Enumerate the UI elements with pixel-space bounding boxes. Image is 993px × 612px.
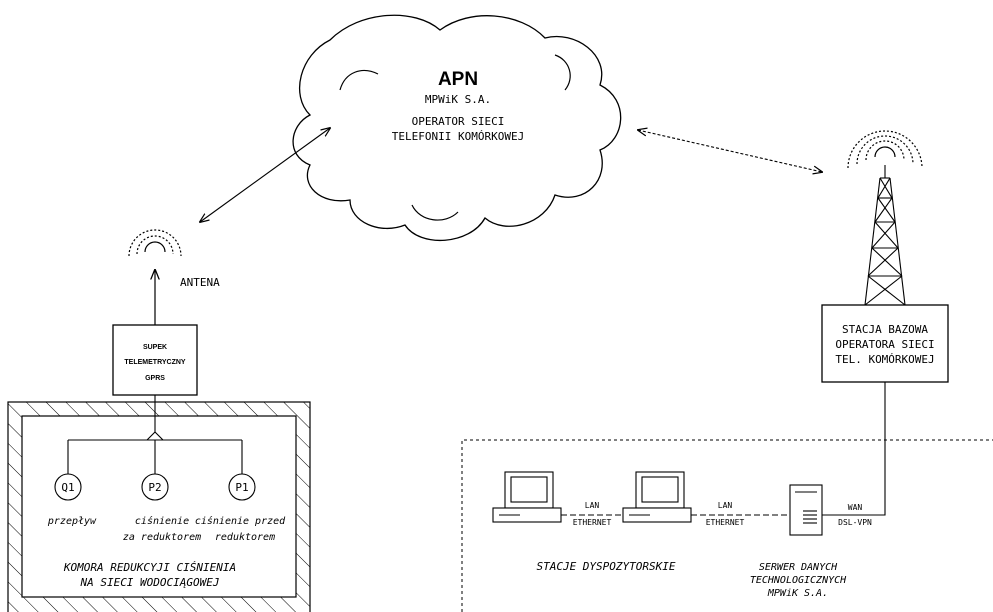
stations-label: STACJE DYSPOZYTORSKIE <box>536 560 675 573</box>
cloud-subtitle: MPWiK S.A. <box>425 93 491 106</box>
cloud-line2: TELEFONII KOMÓRKOWEJ <box>392 130 524 143</box>
cloud-antenna-link-arrow <box>200 128 330 222</box>
antenna-label: ANTENA <box>180 276 220 289</box>
sensor-desc: ciśnienie <box>135 515 189 527</box>
base-station-box <box>821 304 949 383</box>
sensor-desc-2: reduktorem <box>215 532 275 543</box>
left-antenna: ANTENA <box>128 229 220 325</box>
chamber-title-2: NA SIECI WODOCIĄGOWEJ <box>79 576 219 589</box>
sensor-code: P1 <box>235 481 248 494</box>
cloud-line1: OPERATOR SIECI <box>412 115 505 128</box>
link3-bottom-label: DSL-VPN <box>838 518 872 527</box>
wave-icon <box>865 140 905 161</box>
sensor-desc: przepływ <box>47 516 97 527</box>
link3-top-label: WAN <box>848 503 863 512</box>
link2-top-label: LAN <box>718 501 733 510</box>
chamber-title-1: KOMORA REDUKCYJI CIŚNIENIA <box>63 561 236 574</box>
link1-top-label: LAN <box>585 501 600 510</box>
base-station-line1: STACJA BAZOWA <box>842 323 928 336</box>
apn-cloud: APN MPWiK S.A. OPERATOR SIECI TELEFONII … <box>292 14 622 242</box>
wave-icon <box>874 146 896 158</box>
sensor-code: Q1 <box>61 481 74 494</box>
cloud-inner-curve <box>554 54 571 91</box>
cloud-basestation-link-arrow <box>638 130 822 172</box>
link1-bottom-label: ETHERNET <box>573 518 612 527</box>
telemetry-line2: TELEMETRYCZNY <box>124 359 186 366</box>
link2-bottom-label: ETHERNET <box>706 518 745 527</box>
telemetry-box <box>112 324 198 396</box>
sensor-code: P2 <box>148 481 161 494</box>
wave-icon <box>847 130 923 169</box>
server-label-3: MPWiK S.A. <box>767 588 828 599</box>
wave-icon <box>144 241 166 253</box>
wave-icon <box>128 229 182 257</box>
reduction-chamber: Q1 przepływ P2 ciśnienie za reduktorem P… <box>7 395 311 612</box>
sensor-p1: P1 ciśnienie przed reduktorem <box>195 473 286 543</box>
cloud-title: APN <box>438 69 478 90</box>
sensor-q1: Q1 przepływ <box>47 473 97 527</box>
sensor-desc-2: za reduktorem <box>123 532 201 543</box>
cloud-inner-curve <box>339 69 379 91</box>
chamber-outer-edge <box>7 401 311 612</box>
base-station-line3: TEL. KOMÓRKOWEJ <box>835 353 934 366</box>
wave-icon <box>136 235 174 255</box>
control-room: LAN ETHERNET LAN ETHERNET WAN DSL-VPN ST… <box>461 439 993 612</box>
base-station-tower: STACJA BAZOWA OPERATORA SIECI TEL. KOMÓR… <box>821 130 949 516</box>
server-icon <box>789 484 823 536</box>
telemetry-unit: SUPEK TELEMETRYCZNY GPRS <box>112 324 198 396</box>
workstation-2-computer-icon <box>622 471 692 523</box>
sensor-desc: ciśnienie przed <box>195 515 286 527</box>
wan-link-line <box>822 382 886 516</box>
server-label-1: SERWER DANYCH <box>759 562 838 573</box>
sensor-p2: P2 ciśnienie za reduktorem <box>123 473 201 543</box>
base-station-line2: OPERATORA SIECI <box>835 338 934 351</box>
sensor-wiring <box>67 395 243 474</box>
wave-icon <box>856 135 914 165</box>
server-label-2: TECHNOLOGICZNYCH <box>750 575 847 586</box>
lattice-tower <box>864 165 906 306</box>
cloud-inner-curve <box>411 204 459 221</box>
telemetry-line3: GPRS <box>145 375 165 382</box>
workstation-1-computer-icon <box>492 471 562 523</box>
telemetry-line1: SUPEK <box>143 344 167 351</box>
